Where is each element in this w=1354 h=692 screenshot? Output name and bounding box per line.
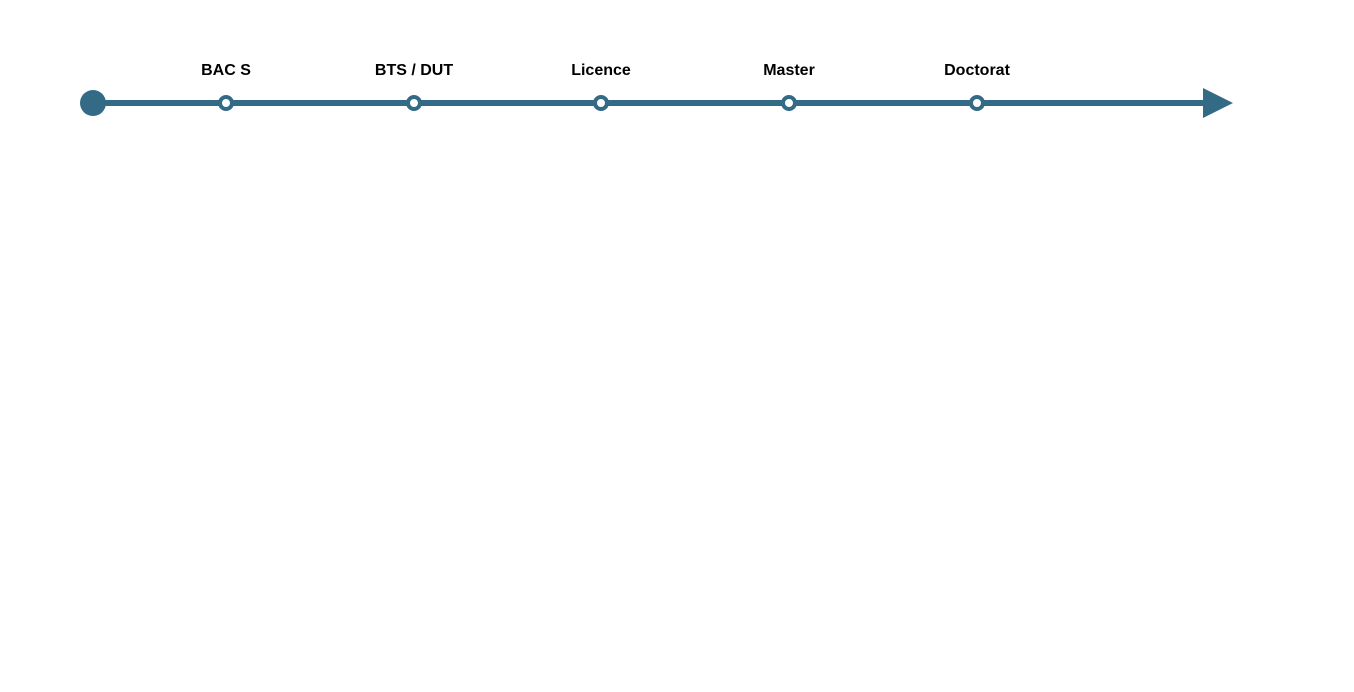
milestone-ring-icon (218, 95, 234, 111)
milestone-label: Master (763, 62, 815, 79)
milestone-label: Licence (571, 62, 631, 79)
milestone-label: BAC S (201, 62, 251, 79)
timeline-axis-line (93, 100, 1210, 106)
milestone-label: Doctorat (944, 62, 1010, 79)
arrowhead-right-icon (1203, 88, 1233, 118)
milestone-ring-icon (593, 95, 609, 111)
milestone-ring-icon (406, 95, 422, 111)
milestone-ring-icon (781, 95, 797, 111)
timeline-start-dot (80, 90, 106, 116)
milestone-label: BTS / DUT (374, 62, 454, 79)
milestone-ring-icon (969, 95, 985, 111)
